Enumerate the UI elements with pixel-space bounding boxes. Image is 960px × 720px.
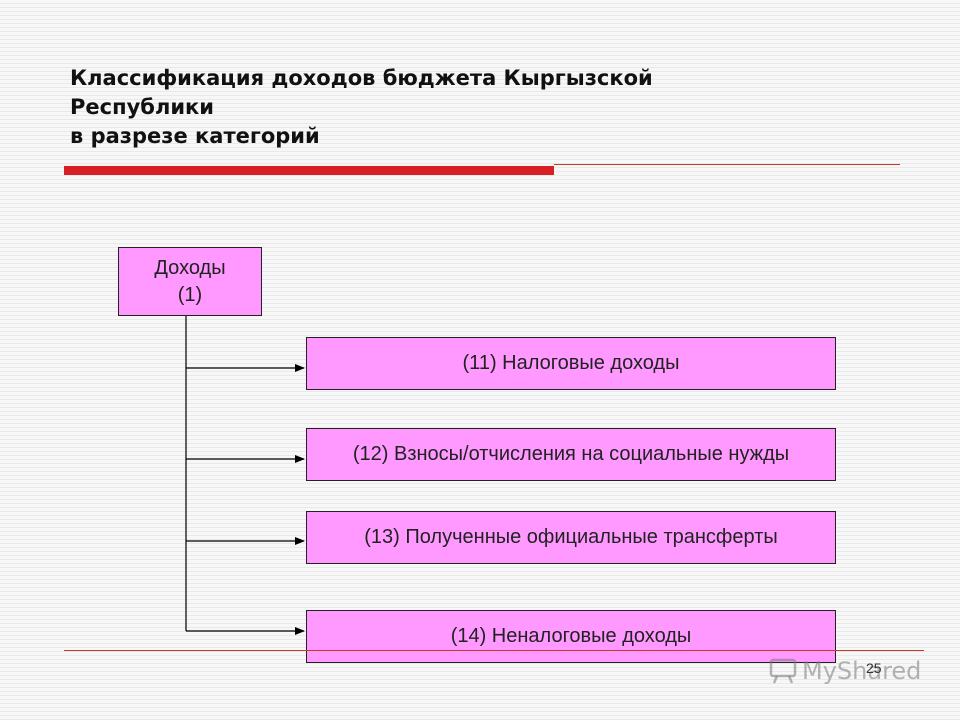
node-root-code: (1) xyxy=(177,283,203,306)
node-non-tax-income-label: (14) Неналоговые доходы xyxy=(450,625,692,647)
node-non-tax-income: (14) Неналоговые доходы xyxy=(306,610,836,663)
node-social-contributions-label: (12) Взносы/отчисления на социальные нуж… xyxy=(352,443,790,465)
watermark: MyShared xyxy=(768,657,921,685)
slide-title-line-2: Республики xyxy=(70,95,215,119)
title-underline-red xyxy=(64,166,554,175)
slide-title: Классификация доходов бюджета Кыргызской… xyxy=(70,64,830,151)
watermark-text: MyShared xyxy=(802,657,922,685)
page-number: 25 xyxy=(866,660,882,676)
node-social-contributions: (12) Взносы/отчисления на социальные нуж… xyxy=(306,428,836,481)
node-tax-income-label: (11) Налоговые доходы xyxy=(462,352,680,374)
title-underline-thin xyxy=(554,164,900,165)
node-root-income: Доходы (1) xyxy=(118,247,262,316)
slide-title-line-3: в разрезе категорий xyxy=(70,124,320,148)
footer-rule xyxy=(64,650,924,651)
node-official-transfers: (13) Полученные официальные трансферты xyxy=(306,511,836,564)
node-tax-income: (11) Налоговые доходы xyxy=(306,337,836,390)
node-official-transfers-label: (13) Полученные официальные трансферты xyxy=(364,526,778,548)
node-root-label: Доходы xyxy=(154,256,226,279)
slide-title-line-1: Классификация доходов бюджета Кыргызской xyxy=(70,66,653,90)
presentation-icon xyxy=(769,658,797,684)
